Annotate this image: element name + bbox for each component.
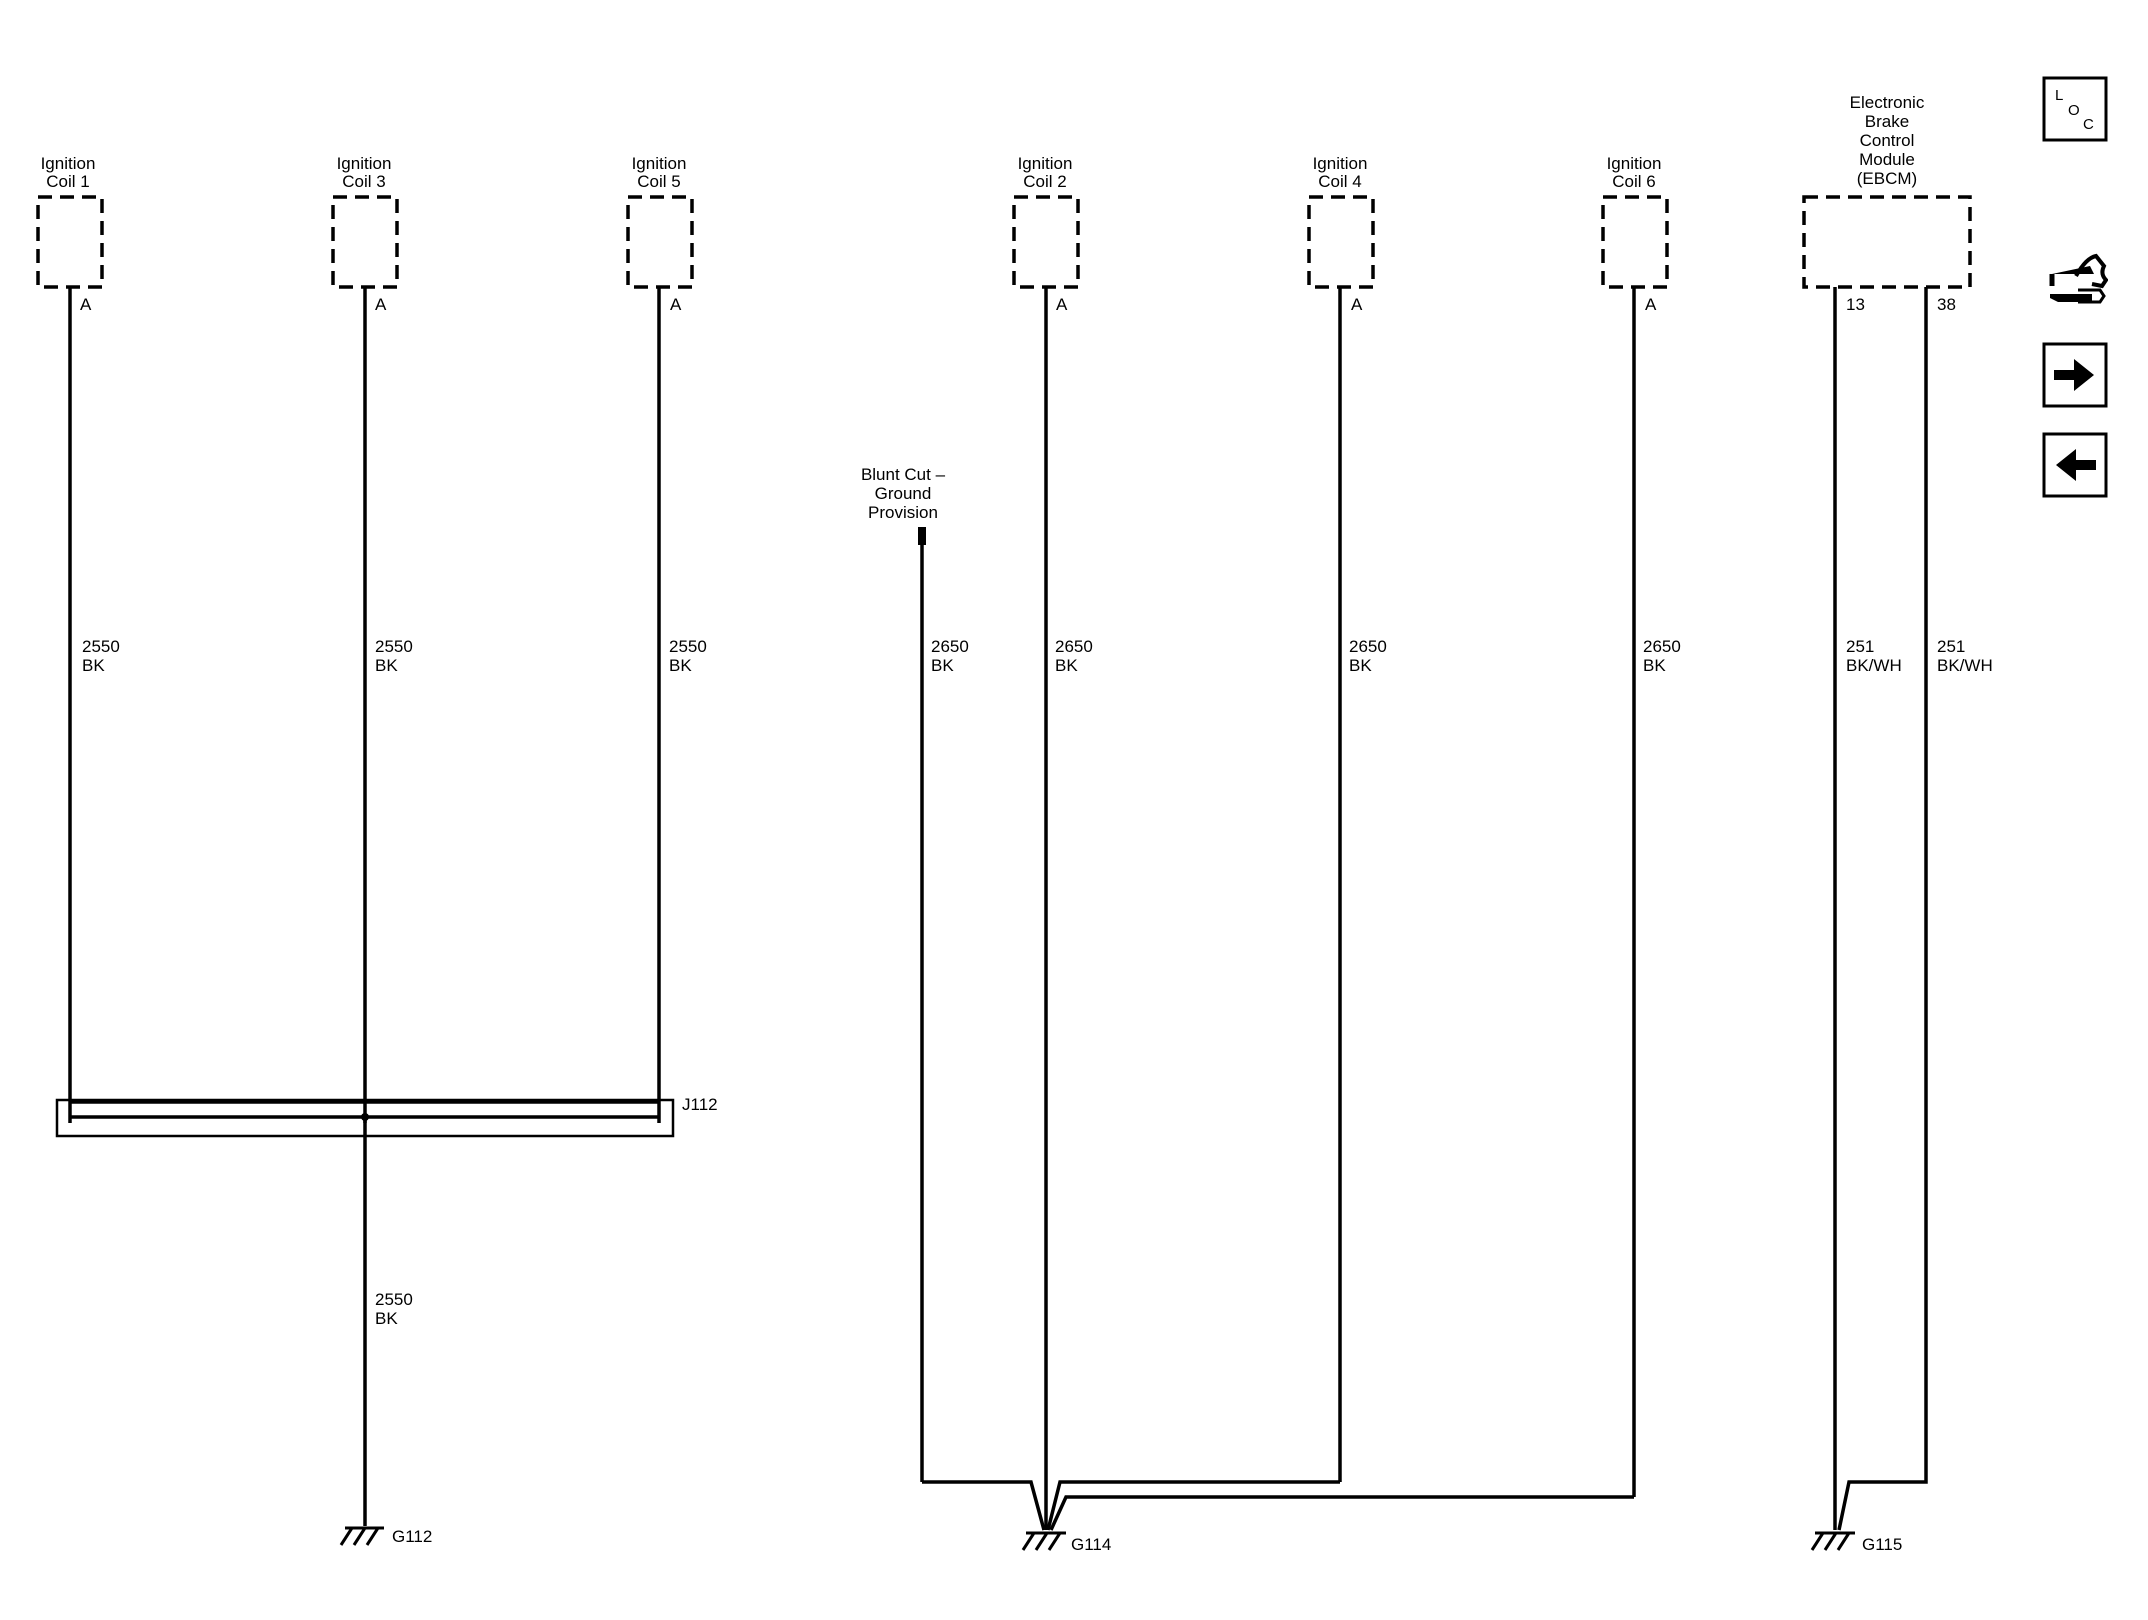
wire-g112-color: BK bbox=[375, 1309, 398, 1328]
coil-3-label-line2: Coil 3 bbox=[342, 172, 385, 191]
previous-arrow-icon bbox=[2042, 432, 2108, 498]
loc-button[interactable]: L O C bbox=[2042, 76, 2108, 142]
coil-2-box bbox=[1012, 195, 1080, 289]
next-page-button[interactable] bbox=[2042, 342, 2108, 408]
coil-5-pin: A bbox=[670, 295, 682, 314]
wire-coil-5-color: BK bbox=[669, 656, 692, 675]
coil-1-box bbox=[36, 195, 104, 289]
blunt-cut-label-line3: Provision bbox=[868, 503, 938, 522]
wire-ebcm-38[interactable] bbox=[1837, 287, 1928, 1531]
component-ignition-coil-5[interactable]: Ignition Coil 5 A bbox=[626, 154, 694, 314]
coil-3-label-line1: Ignition bbox=[337, 154, 392, 173]
wire-labels-left: 2550 BK 2550 BK 2550 BK 2550 BK bbox=[82, 637, 707, 1328]
coil-6-box bbox=[1601, 195, 1669, 289]
wire-group-g115 bbox=[1833, 287, 1928, 1531]
coil-4-label-line2: Coil 4 bbox=[1318, 172, 1361, 191]
connector-icon bbox=[2049, 253, 2108, 304]
wire-blunt-circuit: 2650 bbox=[931, 637, 969, 656]
ground-g114-label: G114 bbox=[1071, 1535, 1111, 1554]
wire-group-g114 bbox=[920, 287, 1636, 1531]
coil-1-label-line1: Ignition bbox=[41, 154, 96, 173]
coil-1-label-line2: Coil 1 bbox=[46, 172, 89, 191]
wire-ebcm-13-circuit: 251 bbox=[1846, 637, 1874, 656]
wire-g112-circuit: 2550 bbox=[375, 1290, 413, 1309]
wire-coil-6-color: BK bbox=[1643, 656, 1666, 675]
ebcm-label-line2: Brake bbox=[1865, 112, 1909, 131]
loc-letter-l: L bbox=[2055, 87, 2063, 104]
coil-3-box bbox=[331, 195, 399, 289]
wire-coil-6-join bbox=[1049, 1495, 1634, 1531]
coil-5-label-line1: Ignition bbox=[632, 154, 687, 173]
ground-g112-label: G112 bbox=[392, 1527, 432, 1546]
previous-page-button[interactable] bbox=[2042, 432, 2108, 498]
ebcm-label-line3: Control bbox=[1860, 131, 1915, 150]
coil-4-box bbox=[1307, 195, 1375, 289]
wire-coil-1-circuit: 2550 bbox=[82, 637, 120, 656]
coil-4-label-line1: Ignition bbox=[1313, 154, 1368, 173]
wire-coil-3-circuit: 2550 bbox=[375, 637, 413, 656]
coil-6-label-line1: Ignition bbox=[1607, 154, 1662, 173]
coil-2-label-line2: Coil 2 bbox=[1023, 172, 1066, 191]
loc-letter-o: O bbox=[2068, 102, 2080, 119]
coil-2-label-line1: Ignition bbox=[1018, 154, 1073, 173]
blunt-cut-label-line1: Blunt Cut – bbox=[861, 465, 946, 484]
ebcm-label-line5: (EBCM) bbox=[1857, 169, 1917, 188]
component-ebcm[interactable]: Electronic Brake Control Module (EBCM) 1… bbox=[1802, 93, 1972, 314]
coil-2-pin: A bbox=[1056, 295, 1068, 314]
coil-6-pin: A bbox=[1645, 295, 1657, 314]
ebcm-pin-38: 38 bbox=[1937, 295, 1956, 314]
wire-ebcm-38-circuit: 251 bbox=[1937, 637, 1965, 656]
wire-ebcm-38-color: BK/WH bbox=[1937, 656, 1993, 675]
ebcm-label-line4: Module bbox=[1859, 150, 1915, 169]
next-arrow-icon bbox=[2042, 342, 2108, 408]
wire-coil-6-circuit: 2650 bbox=[1643, 637, 1681, 656]
ebcm-pin-13: 13 bbox=[1846, 295, 1865, 314]
ground-symbol-g112[interactable] bbox=[339, 1526, 384, 1546]
wire-blunt-color: BK bbox=[931, 656, 954, 675]
wire-coil-2-circuit: 2650 bbox=[1055, 637, 1093, 656]
coil-5-box bbox=[626, 195, 694, 289]
blunt-cut-ground-provision[interactable]: Blunt Cut – Ground Provision bbox=[861, 465, 946, 545]
wire-labels-middle: 2650 BK 2650 BK 2650 BK 2650 BK bbox=[931, 637, 1681, 675]
coil-6-label-line2: Coil 6 bbox=[1612, 172, 1655, 191]
wire-coil-4-join bbox=[1046, 1480, 1340, 1531]
wire-ebcm-13-color: BK/WH bbox=[1846, 656, 1902, 675]
splice-j112-label: J112 bbox=[682, 1095, 718, 1114]
wire-coil-5-circuit: 2550 bbox=[669, 637, 707, 656]
wire-group-g112 bbox=[55, 287, 675, 1526]
loc-letter-c: C bbox=[2083, 116, 2094, 133]
ground-g115-label: G115 bbox=[1862, 1535, 1902, 1554]
coil-1-pin: A bbox=[80, 295, 92, 314]
wire-coil-3-color: BK bbox=[375, 656, 398, 675]
coil-5-label-line2: Coil 5 bbox=[637, 172, 680, 191]
loc-icon: L O C bbox=[2042, 76, 2108, 142]
ground-symbol-g114[interactable] bbox=[1021, 1531, 1066, 1551]
wire-coil-4-color: BK bbox=[1349, 656, 1372, 675]
ebcm-box bbox=[1802, 195, 1972, 289]
wire-coil-2-color: BK bbox=[1055, 656, 1078, 675]
wire-blunt-join bbox=[922, 1480, 1046, 1531]
blunt-cut-label-line2: Ground bbox=[875, 484, 932, 503]
connector-button[interactable] bbox=[2042, 246, 2108, 324]
coil-4-pin: A bbox=[1351, 295, 1363, 314]
coil-3-pin: A bbox=[375, 295, 387, 314]
ground-symbol-g115[interactable] bbox=[1810, 1531, 1855, 1551]
wire-labels-right: 251 BK/WH 251 BK/WH bbox=[1846, 637, 1993, 675]
blunt-cut-end bbox=[918, 527, 926, 545]
ebcm-label-line1: Electronic bbox=[1850, 93, 1925, 112]
wire-coil-1-color: BK bbox=[82, 656, 105, 675]
wire-coil-4-circuit: 2650 bbox=[1349, 637, 1387, 656]
